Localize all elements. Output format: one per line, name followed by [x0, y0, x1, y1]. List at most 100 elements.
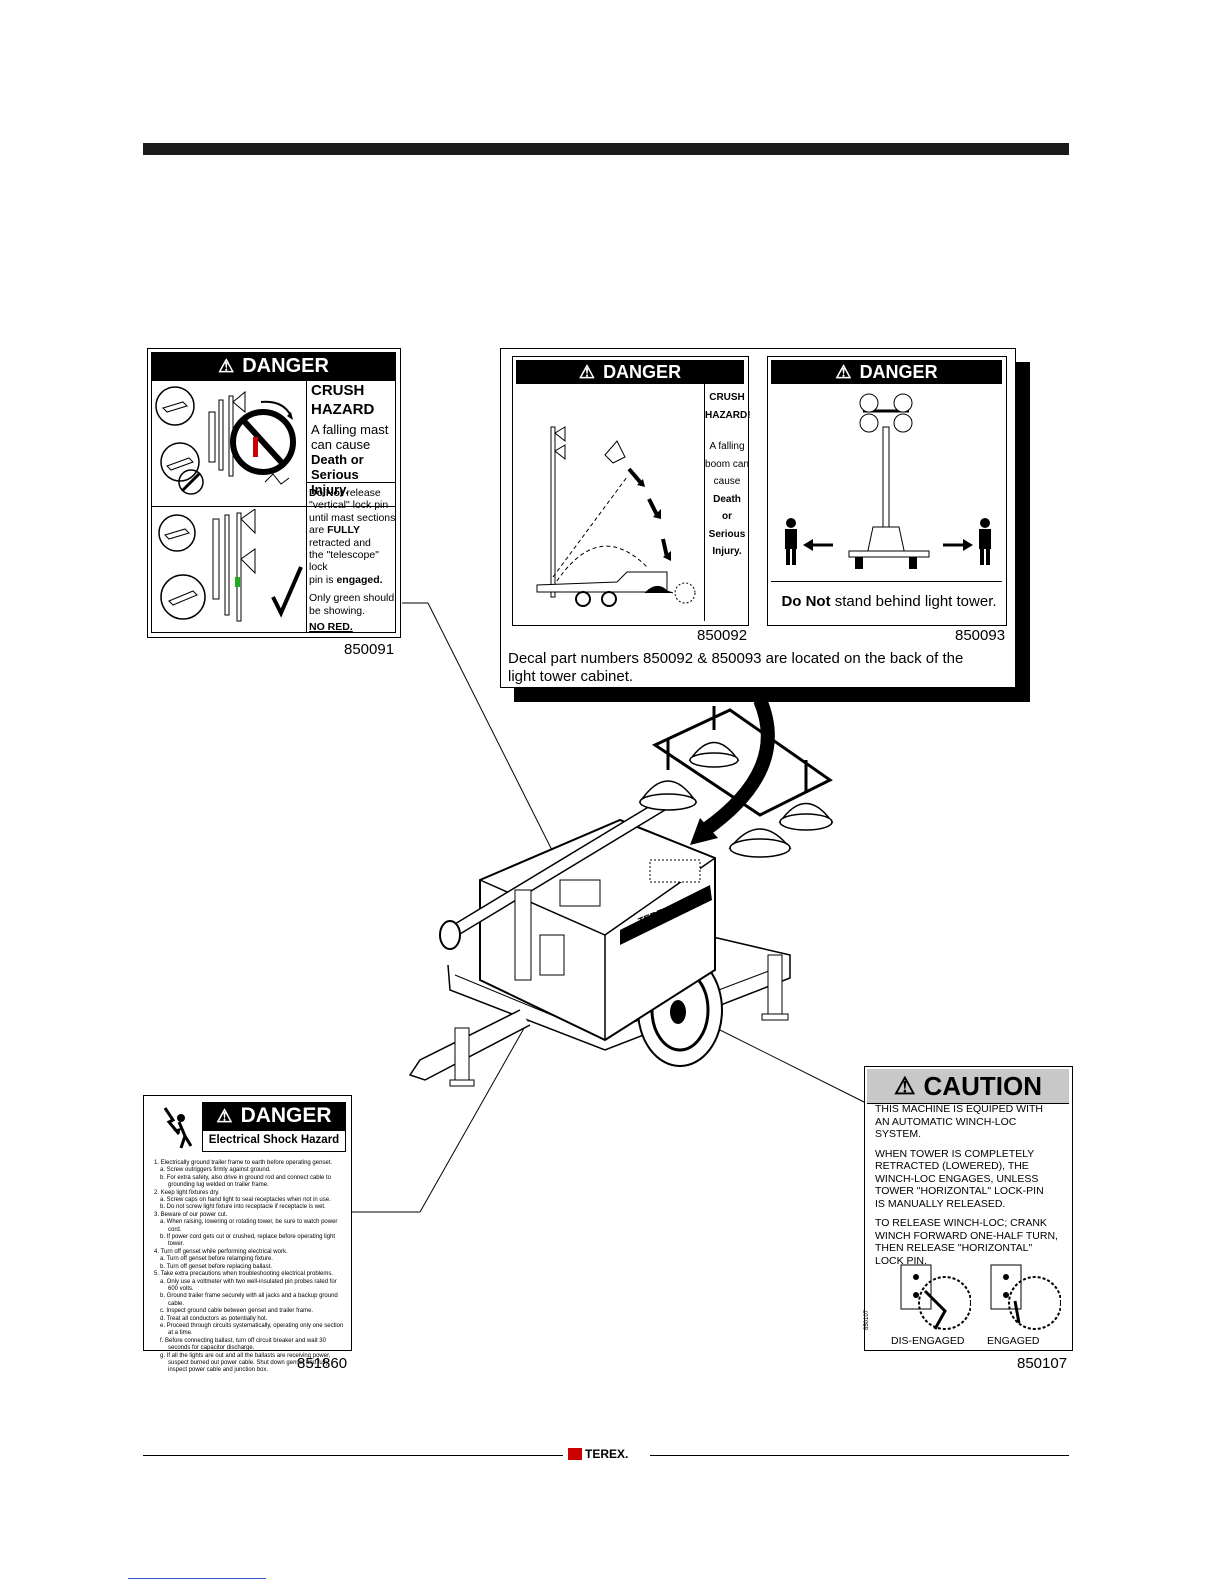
note-line-2: light tower cabinet.	[508, 668, 634, 685]
green-line-2: be showing.	[309, 604, 366, 617]
instruction-item: 5. Take extra precautions when troublesh…	[154, 1271, 333, 1278]
winch-text-line: THEN RELEASE "HORIZONTAL"	[875, 1242, 1033, 1254]
instruction-line-6: the "telescope" lock	[309, 549, 379, 574]
lock-pin-instructions: Do Not release "vertical" lock pin until…	[309, 487, 399, 633]
side-code: 850107	[864, 1309, 871, 1331]
warning-triangle-icon: ⚠	[216, 1105, 233, 1126]
instruction-item: b. Ground trailer frame securely with al…	[160, 1293, 338, 1300]
boom-line-5: cause	[713, 476, 741, 487]
bottom-link-underline	[128, 1578, 266, 1579]
danger-header: ⚠ DANGER	[202, 1102, 346, 1130]
instruction-item: d. Treat all conductors as potentially h…	[160, 1315, 268, 1322]
boom-line-2: HAZARD!	[705, 409, 751, 421]
no-red-text: NO RED.	[309, 621, 353, 634]
winch-text-line: WINCH-LOC ENGAGES, UNLESS	[875, 1172, 1039, 1185]
instruction-item: g. If all the lights are out and all the…	[160, 1352, 331, 1359]
instruction-text: are	[309, 524, 328, 537]
warning-line-4: Serious Injury.	[311, 467, 359, 497]
winch-text-line: IS MANUALLY RELEASED.	[875, 1197, 1006, 1210]
green-line-1: Only green should	[309, 592, 395, 605]
instruction-item: at a time.	[168, 1330, 193, 1337]
warning-line-1: A falling mast	[311, 422, 389, 437]
instruction-item: cord.	[168, 1226, 182, 1233]
instruction-item: a. Turn off genset before relamping fixt…	[160, 1256, 273, 1263]
crush-hazard-illustration	[155, 386, 296, 495]
instruction-item: b. For extra safety, also drive in groun…	[160, 1174, 331, 1181]
danger-header: ⚠ DANGER	[771, 360, 1002, 384]
winch-text-line: AN AUTOMATIC WINCH-LOC	[875, 1115, 1017, 1128]
note-line-1: Decal part numbers 850092 & 850093 are l…	[508, 650, 964, 667]
danger-header: ⚠ DANGER	[516, 360, 744, 384]
panel-divider-horizontal	[771, 581, 1002, 582]
decal-location-note: Decal part numbers 850092 & 850093 are l…	[508, 650, 1008, 686]
warning-triangle-icon: ⚠	[578, 361, 596, 382]
part-number-850107: 850107	[1017, 1355, 1068, 1372]
boom-line-1: CRUSH	[709, 392, 745, 403]
decal-850093: ⚠ DANGER Do Not stand behind light tower…	[767, 356, 1007, 626]
instruction-item: 3. Beware of our power cut.	[154, 1211, 228, 1218]
danger-title: DANGER	[240, 1104, 332, 1127]
panel-divider-vertical	[704, 384, 705, 621]
instruction-item: suspect burned out power cable. Shut dow…	[168, 1359, 329, 1366]
panel-divider-horizontal	[151, 506, 396, 507]
shock-hazard-icon	[151, 1104, 197, 1150]
do-not-text: Do Not	[781, 593, 831, 610]
winch-text-line: WHEN TOWER IS COMPLETELY	[875, 1147, 1035, 1160]
crush-title-line2: HAZARD	[311, 401, 375, 418]
terex-logo-icon	[568, 1448, 582, 1460]
panel-divider-right	[306, 482, 396, 483]
caution-header: ⚠ CAUTION	[867, 1069, 1069, 1104]
shock-hazard-subtitle: Electrical Shock Hazard	[202, 1130, 346, 1152]
danger-title: DANGER	[242, 354, 329, 377]
warning-triangle-icon: ⚠	[218, 355, 235, 376]
decal-851860: ⚠ DANGER Electrical Shock Hazard 1. Elec…	[143, 1095, 352, 1373]
warning-triangle-icon: ⚠	[835, 361, 852, 382]
instruction-item: 600 volts.	[168, 1285, 194, 1292]
boom-line-7: or	[722, 511, 732, 522]
footer-brand: TEREX.	[568, 1447, 628, 1461]
part-number-850093: 850093	[955, 627, 1006, 644]
instruction-item: grounding lug welded on trailer frame.	[168, 1182, 269, 1189]
boom-line-4: boom can	[705, 458, 749, 470]
winch-text-line: TO RELEASE WINCH-LOC; CRANK	[875, 1217, 1047, 1229]
instruction-item: 4. Turn off genset while performing elec…	[154, 1248, 288, 1255]
footer-rule-right	[650, 1455, 1069, 1456]
instruction-item: 1. Electrically ground trailer frame to …	[154, 1160, 333, 1166]
falling-boom-illustration	[536, 426, 696, 607]
instruction-item: a. Only use a voltmeter with two well-in…	[160, 1278, 337, 1285]
instruction-item: a. When raising, lowering or rotating to…	[160, 1219, 338, 1226]
boom-line-6: Death	[713, 493, 741, 505]
stand-behind-warning: Do Not stand behind light tower.	[773, 593, 1005, 610]
instruction-line-1: Do Not release	[309, 487, 399, 499]
instruction-item: a. Screw outriggers firmly against groun…	[160, 1167, 271, 1174]
winch-text-line: WINCH FORWARD ONE-HALF TURN,	[875, 1229, 1058, 1242]
caution-title: CAUTION	[923, 1070, 1042, 1101]
part-number-850092: 850092	[697, 627, 748, 644]
boom-line-8: Serious	[708, 528, 746, 540]
winch-text-line: LOCK PIN.	[875, 1254, 927, 1267]
disengaged-label: DIS-ENGAGED	[891, 1335, 965, 1347]
instruction-line-7: pin is engaged.	[309, 574, 399, 586]
crush-hazard-text: CRUSH HAZARD A falling mast can cause De…	[311, 381, 396, 497]
instruction-text: pin is	[309, 573, 337, 586]
engaged-text: engaged.	[336, 573, 383, 586]
winch-loc-text: THIS MACHINE IS EQUIPED WITH AN AUTOMATI…	[875, 1103, 1071, 1267]
crush-title-line1: CRUSH	[311, 382, 365, 399]
warning-line-2: can cause	[311, 437, 371, 452]
part-number-851860: 851860	[297, 1355, 348, 1372]
instruction-item: 2. Keep light fixtures dry.	[154, 1189, 220, 1196]
instruction-item: inspect power cable and junction box.	[168, 1367, 269, 1374]
instruction-line-5: retracted and	[309, 536, 371, 549]
danger-header: ⚠ DANGER	[151, 352, 396, 380]
falling-boom-text: CRUSH HAZARD! A falling boom can cause D…	[705, 389, 751, 561]
instruction-item: seconds for capacitor discharge.	[168, 1345, 255, 1352]
boom-line-9: Injury.	[712, 546, 742, 557]
green-indicator-illustration	[158, 509, 303, 622]
winch-engaged-illustration	[990, 1264, 1061, 1330]
instruction-line-2: "vertical" lock pin	[309, 499, 389, 512]
instruction-item: b. Turn off genset before replacing ball…	[160, 1263, 272, 1270]
header-rule	[143, 143, 1069, 155]
instruction-line-4: are FULLY	[309, 524, 399, 536]
boom-line-3: A falling	[709, 441, 745, 452]
